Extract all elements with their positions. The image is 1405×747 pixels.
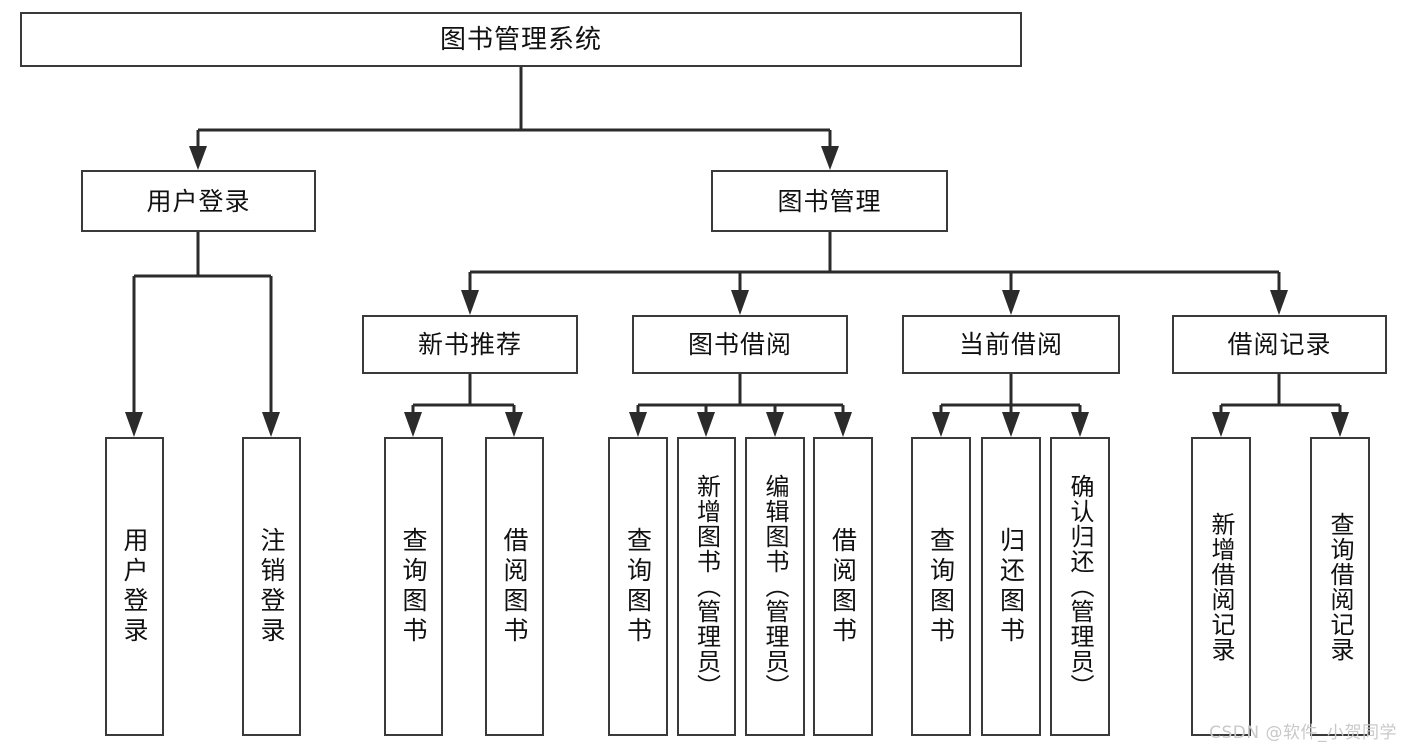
node-book-borrow[interactable]: 图书借阅 (632, 315, 848, 374)
leaf-borrow-query-book[interactable]: 查询图书 (608, 437, 668, 736)
leaf-current-return-book-label: 归还图书 (996, 526, 1026, 647)
node-new-book-recommend[interactable]: 新书推荐 (362, 315, 578, 374)
node-new-book-recommend-label: 新书推荐 (417, 330, 522, 359)
leaf-recommend-borrow-book-label: 借阅图书 (500, 526, 529, 647)
leaf-recommend-borrow-book[interactable]: 借阅图书 (485, 437, 544, 736)
node-root-system[interactable]: 图书管理系统 (20, 12, 1022, 67)
leaf-recommend-query-book-label: 查询图书 (399, 526, 428, 647)
leaf-borrow-borrow-book-label: 借阅图书 (828, 526, 858, 647)
leaf-borrow-borrow-book[interactable]: 借阅图书 (813, 437, 873, 736)
csdn-watermark: CSDN @软件_小贺同学 (1209, 723, 1397, 743)
node-user-login-label: 用户登录 (146, 186, 251, 216)
leaf-record-add-record[interactable]: 新增借阅记录 (1191, 437, 1251, 736)
node-current-borrow-label: 当前借阅 (958, 330, 1063, 359)
leaf-current-query-book-label: 查询图书 (926, 526, 956, 647)
node-user-login[interactable]: 用户登录 (81, 170, 316, 232)
leaf-borrow-edit-book-admin[interactable]: 编辑图书（管理员） (745, 437, 805, 736)
leaf-record-add-record-label: 新增借阅记录 (1207, 511, 1235, 662)
leaf-recommend-query-book[interactable]: 查询图书 (384, 437, 443, 736)
node-book-borrow-label: 图书借阅 (687, 330, 792, 359)
leaf-current-return-book[interactable]: 归还图书 (981, 437, 1041, 736)
node-root-system-label: 图书管理系统 (439, 24, 602, 55)
leaf-user-login-signin-label: 用户登录 (120, 526, 149, 647)
node-current-borrow[interactable]: 当前借阅 (902, 315, 1120, 374)
leaf-current-confirm-return-admin[interactable]: 确认归还（管理员） (1050, 437, 1110, 736)
leaf-current-query-book[interactable]: 查询图书 (911, 437, 971, 736)
leaf-current-confirm-return-admin-label: 确认归还（管理员） (1066, 474, 1094, 699)
leaf-record-query-record[interactable]: 查询借阅记录 (1310, 437, 1370, 736)
leaf-record-query-record-label: 查询借阅记录 (1326, 511, 1354, 662)
leaf-user-login-signout-label: 注销登录 (257, 526, 286, 647)
leaf-borrow-add-book-admin-label: 新增图书（管理员） (692, 474, 721, 699)
leaf-borrow-query-book-label: 查询图书 (623, 526, 653, 647)
leaf-user-login-signout[interactable]: 注销登录 (242, 437, 301, 736)
node-borrow-record[interactable]: 借阅记录 (1172, 315, 1387, 374)
leaf-borrow-add-book-admin[interactable]: 新增图书（管理员） (677, 437, 736, 736)
leaf-user-login-signin[interactable]: 用户登录 (105, 437, 164, 736)
node-book-management-label: 图书管理 (777, 186, 882, 216)
node-borrow-record-label: 借阅记录 (1227, 330, 1332, 359)
leaf-borrow-edit-book-admin-label: 编辑图书（管理员） (761, 474, 789, 699)
node-book-management[interactable]: 图书管理 (711, 170, 948, 232)
